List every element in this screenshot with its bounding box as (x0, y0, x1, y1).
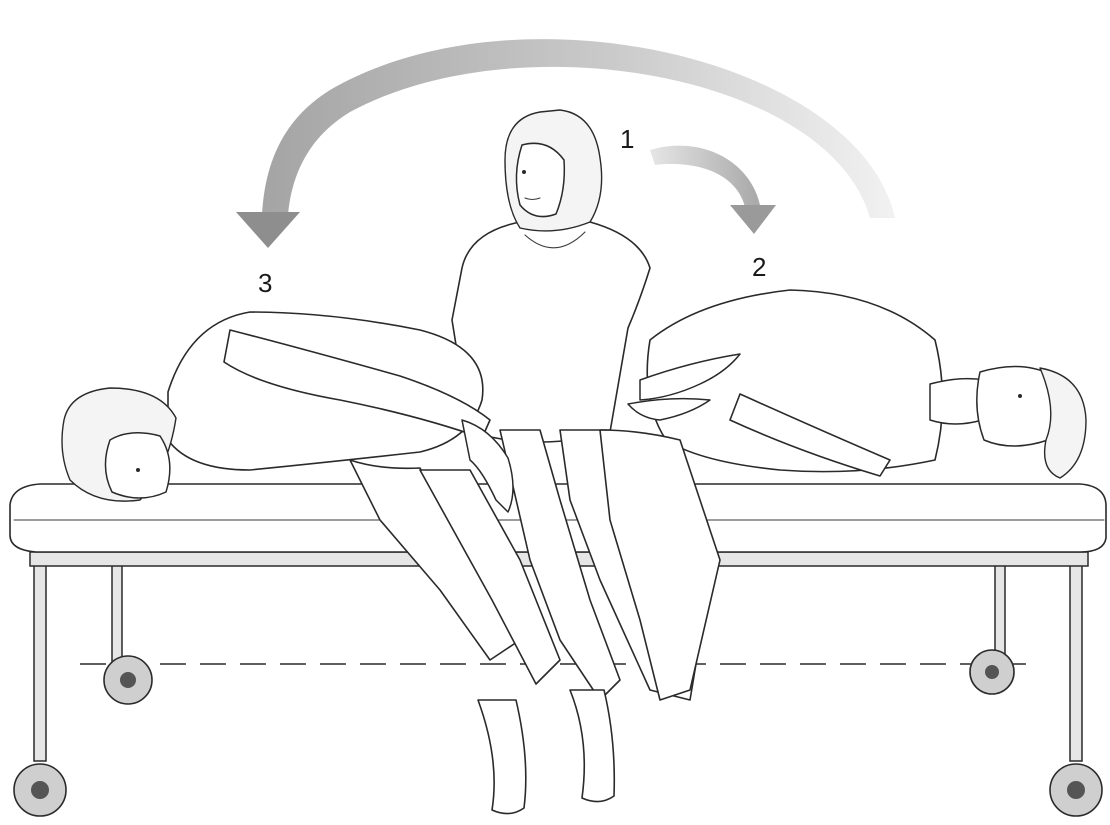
table-leg (34, 556, 46, 761)
shoe (478, 700, 526, 814)
caster-wheel (104, 656, 152, 704)
left-lying-face (105, 433, 169, 498)
seated-face (516, 143, 564, 216)
table-leg (112, 556, 122, 666)
step-label-2: 2 (752, 252, 766, 282)
caster-wheel (14, 764, 66, 816)
shoe (570, 690, 614, 802)
table-leg (995, 556, 1005, 666)
small-arc-arrow (650, 146, 776, 234)
seated-torso (452, 222, 650, 442)
step-label-3: 3 (258, 268, 272, 298)
table-leg (1070, 556, 1082, 761)
caster-wheel (1050, 764, 1102, 816)
caster-wheel (970, 650, 1014, 694)
step-label-1: 1 (620, 124, 634, 154)
